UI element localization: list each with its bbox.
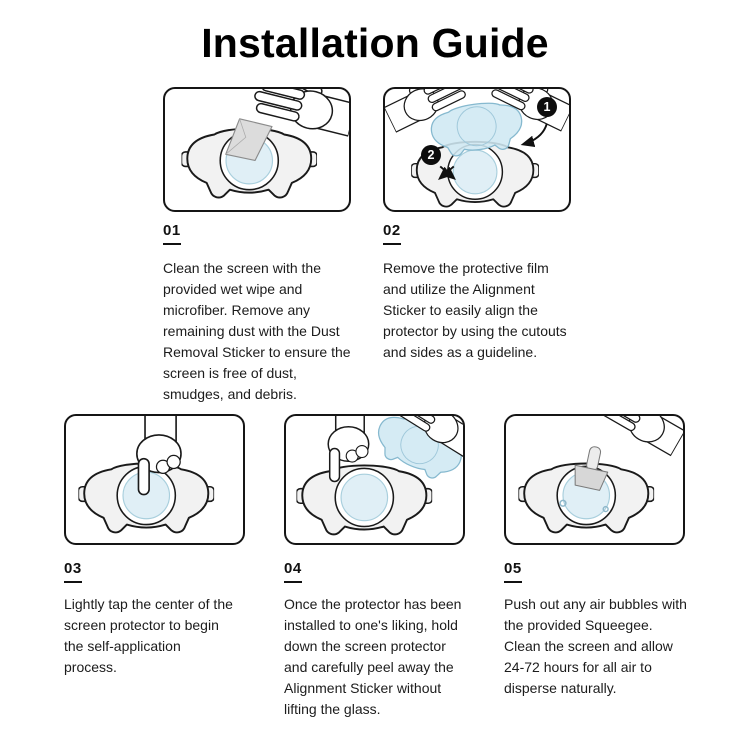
rotate-arrow-icon <box>520 123 548 147</box>
step2-number: 02 <box>383 222 401 245</box>
step2-panel: 1 2 <box>383 87 571 212</box>
step1-panel <box>163 87 351 212</box>
step2-badge-1: 1 <box>537 97 557 117</box>
step1-illustration <box>181 89 349 199</box>
step3-panel <box>64 414 245 545</box>
step1-description: Clean the screen with the provided wet w… <box>163 260 351 402</box>
step4-number: 04 <box>284 560 302 583</box>
step3-description: Lightly tap the center of the screen pro… <box>64 596 233 675</box>
step4-illustration <box>296 416 463 536</box>
air-bubble-icon <box>602 505 609 513</box>
step4-description: Once the protector has been installed to… <box>284 596 462 717</box>
step2-badge-2: 2 <box>421 145 441 165</box>
step4-panel <box>284 414 465 545</box>
step5-description: Push out any air bubbles with the provid… <box>504 596 687 696</box>
step5-panel <box>504 414 685 545</box>
watch-protector-illustration <box>296 464 433 536</box>
step3-number: 03 <box>64 560 82 583</box>
step5-illustration <box>518 416 683 534</box>
page-title: Installation Guide <box>201 20 549 66</box>
align-arrow-icon <box>438 165 455 180</box>
step1-number: 01 <box>163 222 181 245</box>
hand-icon <box>594 416 683 458</box>
step5-number: 05 <box>504 560 522 583</box>
step2-illustration <box>385 89 569 208</box>
step3-illustration <box>78 416 215 534</box>
step2-description: Remove the protective film and utilize t… <box>383 260 567 360</box>
air-bubble-icon <box>559 499 567 507</box>
